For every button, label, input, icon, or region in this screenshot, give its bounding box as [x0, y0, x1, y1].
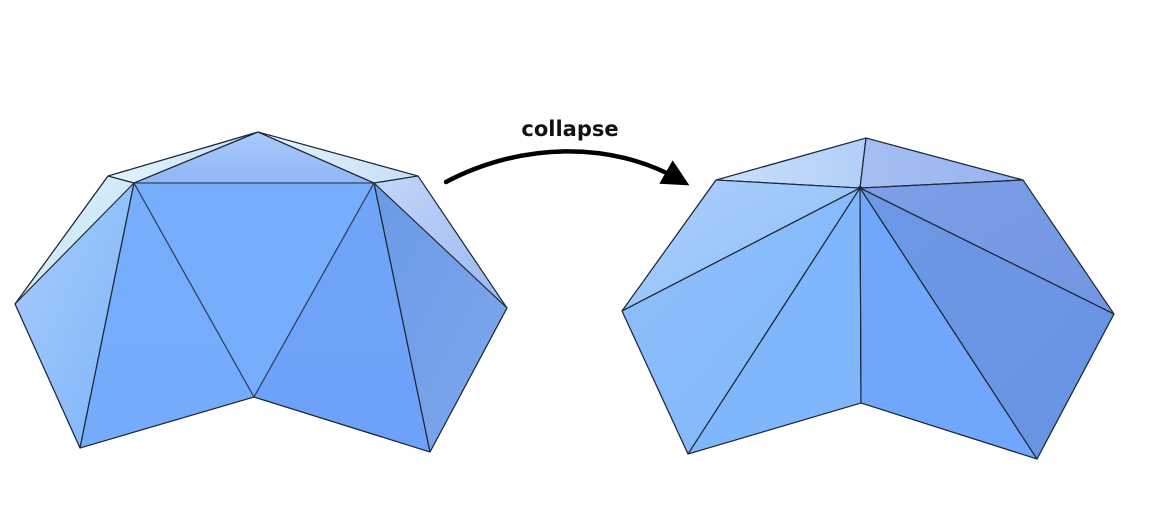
mesh-before [14, 131, 508, 453]
collapse-arrow: collapse [443, 117, 690, 186]
collapsed-vertex [858, 186, 862, 190]
face-top-right [859, 137, 1024, 189]
mesh-after [621, 137, 1115, 460]
face-top-left [715, 137, 867, 189]
arrow-label: collapse [521, 117, 618, 141]
arrow-curve [443, 149, 690, 186]
